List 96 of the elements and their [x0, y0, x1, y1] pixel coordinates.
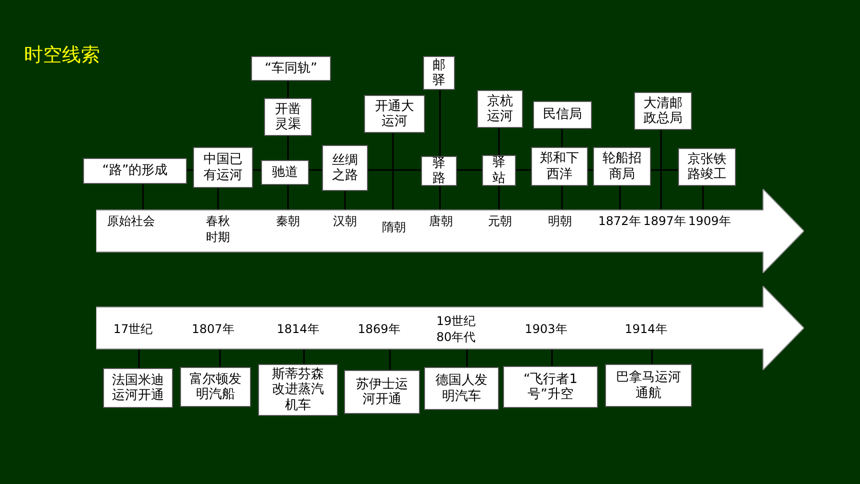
event-box — [258, 364, 338, 416]
connector-line — [561, 186, 563, 210]
event-box — [261, 160, 309, 185]
connector-line — [187, 169, 193, 171]
period-label: 17世纪 — [108, 310, 158, 349]
event-box — [193, 147, 253, 188]
event-box — [678, 148, 736, 186]
connector-line — [142, 184, 144, 210]
event-text: 苏伊士运河开通 — [355, 376, 409, 408]
event-text: 京张铁路竣工 — [686, 152, 728, 182]
connector-line — [303, 349, 305, 364]
event-text: 驿路 — [432, 156, 446, 186]
connector-line — [219, 349, 221, 367]
event-box — [421, 156, 457, 186]
period-label: 唐朝 — [421, 210, 461, 240]
event-text: 法国米迪运河开通 — [111, 372, 165, 404]
event-text: 郑和下西洋 — [539, 151, 580, 182]
event-text: 中国已有运河 — [202, 152, 244, 183]
event-box — [180, 367, 251, 407]
event-box — [322, 145, 368, 191]
event-text: 轮船招商局 — [602, 151, 642, 182]
event-box — [344, 370, 420, 414]
event-text: “飞行者1号”升空 — [522, 372, 578, 402]
period-label: 秦朝 — [268, 210, 308, 240]
event-text: 斯蒂芬森改进蒸汽机车 — [271, 367, 325, 413]
event-text: 德国人发明汽车 — [434, 373, 488, 404]
event-box — [531, 147, 588, 186]
connector-line — [619, 186, 621, 210]
period-label: 19世纪80年代 — [430, 310, 482, 349]
event-text: 邮驿 — [432, 58, 446, 88]
period-label: 1914年 — [620, 310, 672, 349]
event-text: “路”的形成 — [102, 163, 168, 179]
period-label: 春秋时期 — [196, 210, 240, 250]
connector-line — [344, 191, 346, 210]
event-box — [364, 95, 425, 133]
event-text: 富尔顿发明汽船 — [188, 372, 242, 402]
connector-line — [439, 186, 441, 210]
period-label: 明朝 — [540, 210, 580, 240]
event-text: 驿站 — [492, 155, 506, 186]
event-text: 丝绸之路 — [331, 152, 359, 184]
connector-line — [309, 169, 322, 171]
event-box — [423, 56, 455, 90]
event-text: 驰道 — [272, 164, 298, 180]
period-label: 1807年 — [188, 310, 238, 349]
connector-line — [702, 186, 704, 210]
connector-line — [253, 169, 261, 171]
period-label: 1814年 — [273, 310, 323, 349]
event-box — [634, 92, 692, 130]
period-label: 1897年 — [643, 210, 686, 240]
period-label: 隋朝 — [374, 210, 414, 246]
event-text: 巴拿马运河通航 — [615, 370, 682, 401]
connector-line — [660, 130, 662, 210]
period-label: 1869年 — [354, 310, 404, 349]
connector-line — [498, 186, 500, 210]
period-label: 汉朝 — [326, 210, 364, 240]
connector-line — [392, 133, 394, 210]
connector-line — [588, 169, 593, 171]
connector-line — [516, 169, 531, 171]
connector-line — [287, 81, 289, 98]
connector-line — [368, 169, 421, 171]
event-box — [533, 101, 592, 129]
event-text: 开通大运河 — [374, 98, 415, 130]
connector-line — [217, 188, 219, 210]
event-box — [251, 56, 331, 81]
period-label: 1903年 — [520, 310, 572, 349]
connector-line — [551, 349, 553, 366]
connector-line — [651, 169, 678, 171]
event-box — [605, 364, 692, 407]
connector-line — [457, 169, 482, 171]
connector-line — [466, 349, 468, 367]
connector-line — [651, 349, 653, 364]
event-text: “车同轨” — [264, 60, 318, 76]
event-box — [593, 147, 651, 186]
period-label: 元朝 — [480, 210, 520, 240]
event-text: 民信局 — [543, 107, 582, 123]
event-box — [83, 158, 187, 184]
event-text: 开凿灵渠 — [274, 102, 302, 132]
title: 时空线索 — [24, 43, 100, 68]
connector-line — [138, 349, 140, 368]
period-label: 1872年 — [598, 210, 641, 240]
event-box — [264, 98, 312, 136]
period-label: 原始社会 — [98, 210, 164, 244]
connector-line — [498, 128, 500, 155]
event-box — [477, 90, 523, 128]
event-text: 大清邮政总局 — [642, 96, 684, 126]
connector-line — [287, 185, 289, 210]
connector-line — [287, 136, 289, 160]
event-box — [103, 368, 173, 408]
connector-line — [439, 90, 441, 156]
event-box — [424, 367, 499, 410]
event-box — [482, 155, 516, 186]
connector-line — [389, 349, 391, 370]
event-box — [503, 366, 598, 408]
connector-line — [561, 129, 563, 147]
period-label: 1909年 — [688, 210, 731, 240]
event-text: 京杭运河 — [486, 94, 514, 124]
